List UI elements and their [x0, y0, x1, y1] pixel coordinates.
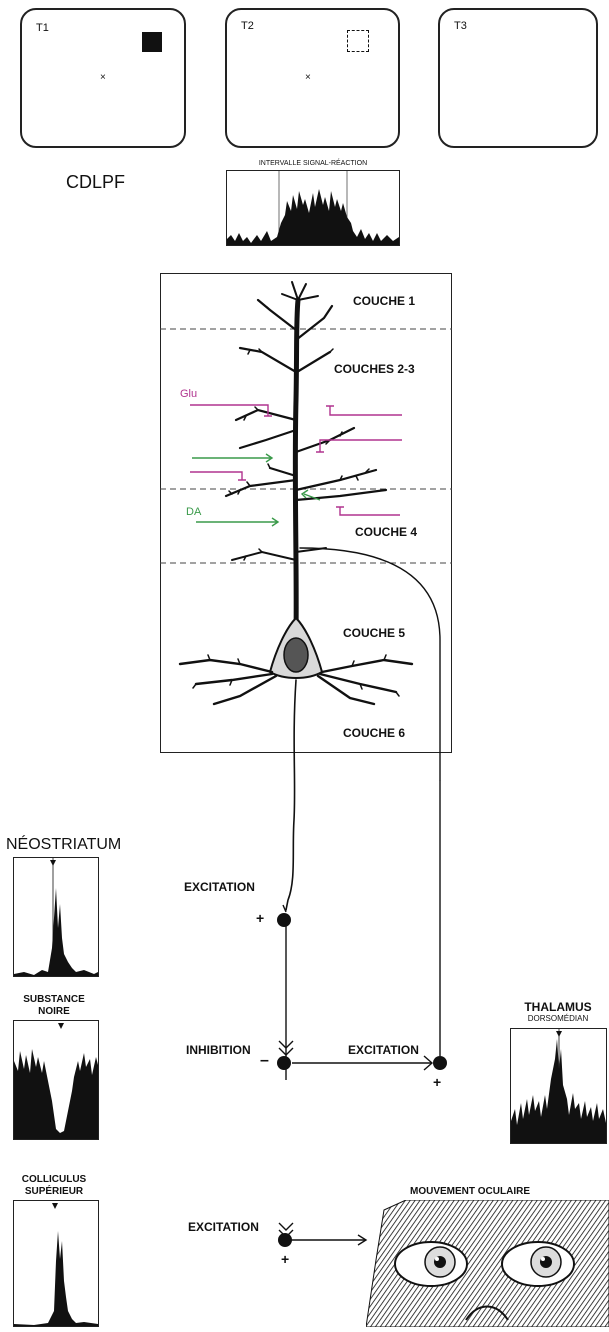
histogram-thalamus [510, 1028, 607, 1144]
excitation-label-2: EXCITATION [348, 1043, 419, 1057]
inhibition-label: INHIBITION [186, 1043, 251, 1057]
histogram-neostriatum [13, 857, 99, 977]
plus-sign-3: + [281, 1251, 289, 1267]
circuit-lines [279, 780, 440, 1245]
histogram-substance-noire [13, 1020, 99, 1140]
eye-movement-label: MOUVEMENT OCULAIRE [410, 1186, 530, 1197]
neostriatum-label: NÉOSTRIATUM [6, 836, 121, 854]
colliculus-synapse [278, 1233, 292, 1247]
excitation-label-1: EXCITATION [184, 880, 255, 894]
histogram-colliculus [13, 1200, 99, 1327]
plus-sign-2: + [433, 1074, 441, 1090]
pyramidal-neuron [180, 282, 440, 910]
substance-noire-label-2: NOIRE [11, 1006, 97, 1017]
neostriatum-synapse [277, 913, 291, 927]
colliculus-label-1: COLLICULUS [11, 1174, 97, 1185]
colliculus-label-2: SUPÉRIEUR [11, 1186, 97, 1197]
thalamus-synapse [433, 1056, 447, 1070]
substance-noire-label-1: SUBSTANCE [11, 994, 97, 1005]
minus-sign: – [260, 1052, 269, 1070]
excitation-label-3: EXCITATION [188, 1220, 259, 1234]
thalamus-sublabel: DORSOMÉDIAN [508, 1014, 608, 1023]
substance-noire-synapse [277, 1056, 291, 1070]
plus-sign-1: + [256, 910, 264, 926]
eyes-illustration [366, 1200, 609, 1327]
thalamus-label: THALAMUS [508, 1000, 608, 1014]
